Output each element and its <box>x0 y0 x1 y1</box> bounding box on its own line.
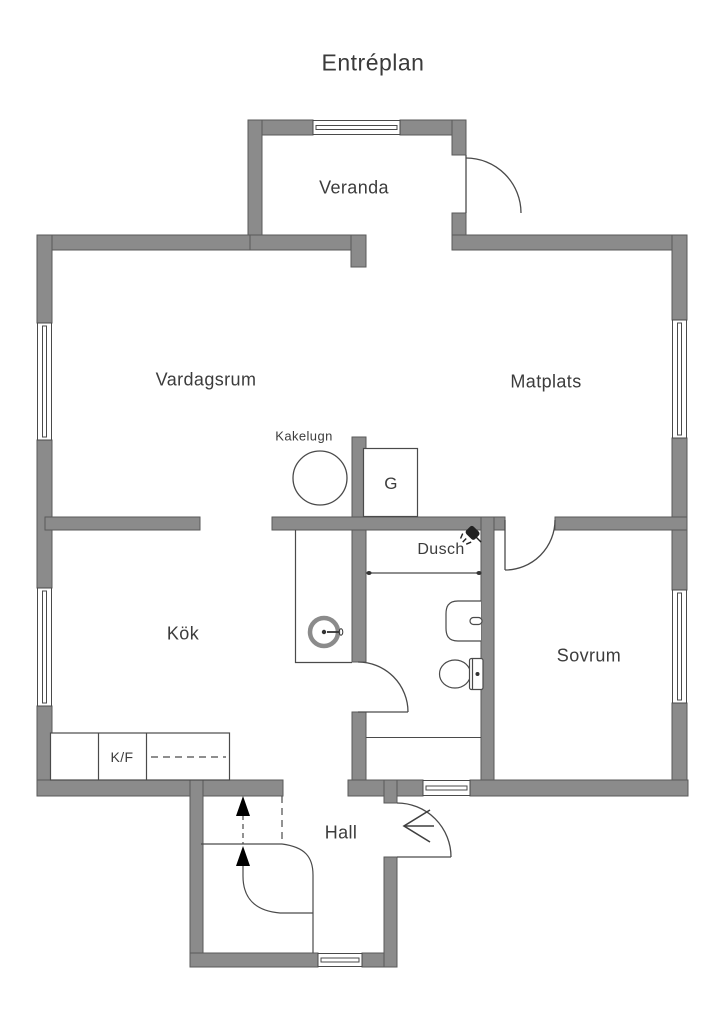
stair-curve-line <box>281 843 314 876</box>
sink <box>445 600 483 642</box>
stair-run-line <box>242 866 313 914</box>
bathroom-door <box>357 661 409 713</box>
wall <box>36 234 53 324</box>
room-label-sovrum: Sovrum <box>556 645 622 666</box>
wall <box>247 119 263 251</box>
wall <box>671 437 688 591</box>
page-title: Entréplan <box>321 49 425 76</box>
wall <box>480 516 495 781</box>
sovrum-door <box>504 519 556 571</box>
room-label-dusch: Dusch <box>417 541 465 558</box>
wall <box>189 779 204 968</box>
entrance-arrow-icon <box>402 809 434 843</box>
sovrum-window <box>672 589 687 704</box>
wall <box>36 439 53 589</box>
room-label-vardagsrum: Vardagsrum <box>155 369 257 390</box>
doors <box>357 155 556 858</box>
stairs <box>201 796 314 953</box>
wall <box>451 119 467 156</box>
wall <box>383 779 398 804</box>
wall <box>351 711 367 781</box>
kitchen-counter <box>49 732 231 781</box>
wall <box>351 529 367 663</box>
wall <box>249 234 358 251</box>
wall <box>36 779 284 797</box>
shower-rail <box>366 571 482 575</box>
room-label-kok: Kök <box>166 623 200 644</box>
vardagsrum-window <box>37 322 52 441</box>
veranda-window <box>312 120 401 135</box>
kakelugn-stove <box>292 450 348 506</box>
bathroom-window <box>422 780 471 796</box>
wall <box>189 952 319 968</box>
stair-arrow-up-icon <box>236 846 250 866</box>
windows <box>37 120 687 967</box>
wall <box>554 516 688 531</box>
wall <box>451 234 688 251</box>
wall <box>350 234 367 268</box>
fixture-label-kf: K/F <box>110 749 134 765</box>
fixture-label-garderob: G <box>384 474 398 493</box>
wall <box>383 856 398 968</box>
water-heater <box>307 615 344 649</box>
wall <box>671 234 688 321</box>
utility-nook-outline <box>294 530 352 664</box>
wall <box>44 516 201 531</box>
room-label-veranda: Veranda <box>319 177 389 198</box>
matplats-window <box>672 319 687 439</box>
entrance-door <box>396 802 452 858</box>
shower-head-icon <box>459 525 482 545</box>
wardrobe-box <box>362 447 419 518</box>
fixture-label-kakelugn: Kakelugn <box>275 428 333 444</box>
stair-arrow-up-icon <box>236 796 250 816</box>
veranda-door <box>465 155 522 214</box>
room-label-hall: Hall <box>324 822 358 843</box>
wall <box>36 234 251 251</box>
walls <box>36 119 689 968</box>
room-label-matplats: Matplats <box>510 371 582 392</box>
hall-window <box>317 953 363 967</box>
toilet <box>438 657 484 691</box>
wall <box>469 779 689 797</box>
kok-window <box>37 587 52 707</box>
